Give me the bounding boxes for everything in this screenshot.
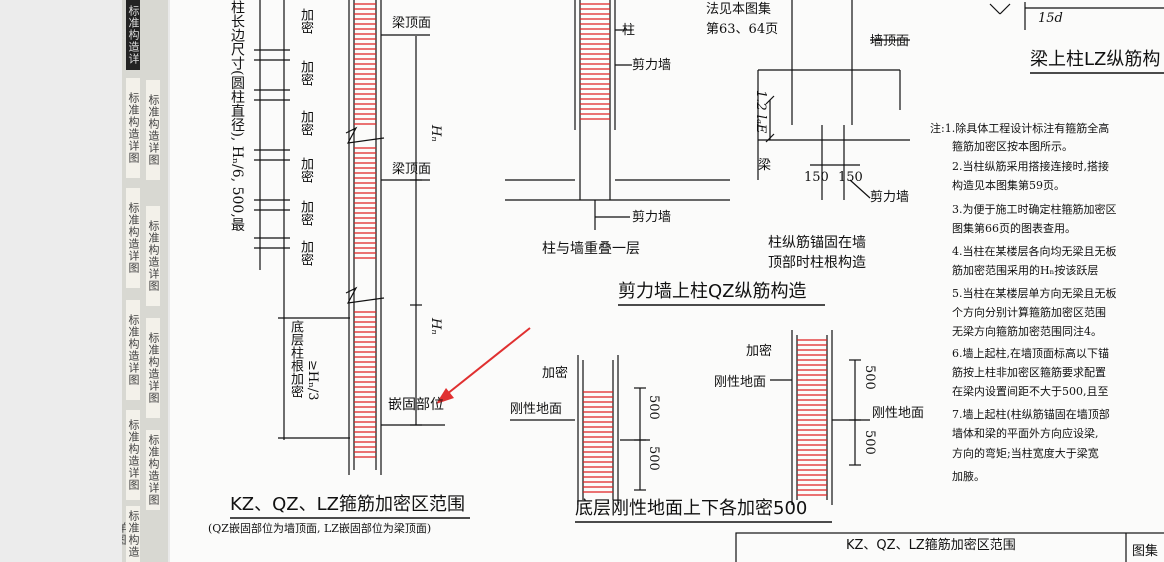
- left-figure-caption: KZ、QZ、LZ箍筋加密区范围: [230, 494, 465, 515]
- note-line: 方向的弯矩;当柱宽度大于梁宽: [952, 447, 1099, 460]
- shear-wall-label: 剪力墙: [870, 190, 910, 205]
- spine-tab: 标准构造详图: [126, 188, 140, 288]
- note-line: 筋加密范围采用的Hₙ按该跃层: [952, 264, 1099, 277]
- title-block-label: 图集: [1132, 544, 1159, 559]
- technical-drawing: [230, 0, 1164, 562]
- left-margin: [0, 0, 122, 562]
- base-root-value: ≥Hₙ/3: [305, 360, 320, 401]
- dim-150: 150: [804, 170, 829, 185]
- embed-position-label: 嵌固部位: [388, 397, 444, 413]
- note-line: 4.当柱在某楼层各向均无梁且无板: [952, 245, 1117, 258]
- rigid-ground-label: 刚性地面: [510, 402, 563, 417]
- column-label: 柱: [622, 23, 636, 38]
- jiami-label: 加密: [298, 110, 313, 136]
- beam-top-label: 梁顶面: [392, 16, 432, 31]
- jiami-label: 加密: [298, 200, 313, 226]
- dim-150: 150: [838, 170, 863, 185]
- callout-arrow-head: [436, 388, 454, 404]
- jiami-label: 加密: [542, 366, 569, 381]
- wall-top-label: 墙顶面: [870, 34, 910, 49]
- note-line: 7.墙上起柱(柱纵筋锚固在墙顶部: [952, 408, 1110, 421]
- spine-tab: 标准构造详图: [126, 78, 140, 178]
- hn-label: Hₙ: [428, 318, 443, 335]
- note-line: 个方向分别计算箍筋加密区范围: [952, 306, 1106, 319]
- lz-caption: 梁上柱LZ纵筋构: [1030, 49, 1161, 70]
- rigid-ground-label: 刚性地面: [714, 375, 767, 390]
- mid-figure-caption: 剪力墙上柱QZ纵筋构造: [618, 281, 807, 302]
- anchor-length-label: 1.2 lₐE: [753, 90, 768, 134]
- beam-top-label: 梁顶面: [392, 162, 432, 177]
- column-dimension-text: 柱长边尺寸(圆柱直径), Hₙ/6, 500,最: [229, 0, 245, 232]
- jiami-label: 加密: [298, 240, 313, 266]
- note-line: 箍筋加密区按本图所示。: [952, 140, 1073, 153]
- dim-500: 500: [646, 395, 661, 420]
- spine-tab: 标准构造详图: [146, 206, 160, 306]
- spine-tab: 标准构造详图: [126, 300, 140, 400]
- reference-pages: 第63、64页: [706, 22, 779, 37]
- spine-tab: 标准构造详图: [122, 506, 140, 562]
- rigid-ground-label: 刚性地面: [872, 406, 925, 421]
- note-line: 6.墙上起柱,在墙顶面标高以下锚: [952, 347, 1109, 360]
- anchor-caption-line2: 顶部时柱根构造: [768, 255, 866, 271]
- jiami-label: 加密: [298, 60, 313, 86]
- beam-label: 梁: [758, 158, 772, 173]
- base-root-label: 底层柱根加密: [288, 320, 303, 398]
- spine-tab: 标准构造详图: [122, 0, 140, 70]
- left-figure-subcaption: (QZ嵌固部位为墙顶面, LZ嵌固部位为梁顶面): [208, 522, 432, 535]
- shear-wall-label: 剪力墙: [632, 58, 672, 73]
- jiami-label: 加密: [746, 344, 773, 359]
- anchor-caption-line1: 柱纵筋锚固在墙: [768, 235, 866, 251]
- spine-tab: 标准构造详图: [146, 430, 160, 510]
- dim-500: 500: [862, 365, 877, 390]
- note-line: 3.为便于施工时确定柱箍筋加密区: [952, 203, 1117, 216]
- note-line: 构造见本图集第59页。: [952, 179, 1065, 192]
- note-line: 无梁方向箍筋加密范围同注4。: [952, 325, 1102, 338]
- note-line: 加腋。: [952, 470, 985, 483]
- note-line: 2.当柱纵筋采用搭接连接时,搭接: [952, 160, 1109, 173]
- note-line: 在梁内设置间距不大于500,且至: [952, 385, 1109, 398]
- callout-arrow: [441, 327, 531, 399]
- ground-figure-caption: 底层刚性地面上下各加密500: [575, 498, 808, 519]
- spine-tab: 标准构造详图: [126, 410, 140, 500]
- jiami-label: 加密: [298, 8, 313, 34]
- spine-tab: 标准构造详图: [146, 318, 160, 418]
- note-line: 注:1.除具体工程设计标注有箍筋全高: [930, 122, 1110, 135]
- title-block-title: KZ、QZ、LZ箍筋加密区范围: [846, 538, 1016, 553]
- dim-500: 500: [862, 430, 877, 455]
- jiami-label: 加密: [298, 157, 313, 183]
- note-line: 筋按上柱非加密区箍筋要求配置: [952, 366, 1106, 379]
- shear-wall-label: 剪力墙: [632, 210, 672, 225]
- reference-text: 法见本图集: [706, 2, 772, 17]
- drawing-sheet: 柱长边尺寸(圆柱直径), Hₙ/6, 500,最 加密 加密 加密 加密 加密 …: [170, 0, 1164, 562]
- note-line: 墙体和梁的平面外方向应设梁,: [952, 427, 1099, 440]
- note-line: 5.当柱在某楼层单方向无梁且无板: [952, 287, 1117, 300]
- dim-500: 500: [646, 446, 661, 471]
- overlap-caption: 柱与墙重叠一层: [542, 241, 640, 257]
- hn-label: Hₙ: [428, 125, 443, 142]
- dim-15d: 15d: [1038, 11, 1063, 26]
- note-line: 图集第66页的图表查用。: [952, 222, 1076, 235]
- spine-tab: 标准构造详图: [146, 80, 160, 180]
- book-spine: 标准构造详图 标准构造详图 标准构造详图 标准构造详图 标准构造详图 标准构造详…: [122, 0, 168, 562]
